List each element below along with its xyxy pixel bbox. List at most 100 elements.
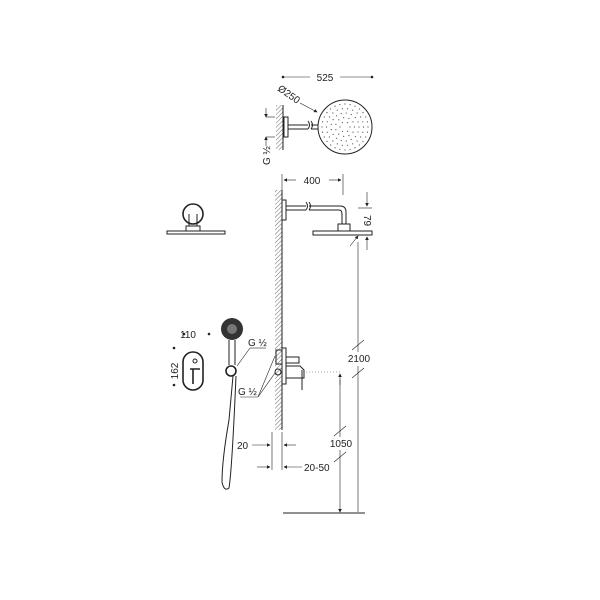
nozzle-dot bbox=[357, 131, 359, 133]
nozzle-dot bbox=[326, 112, 328, 114]
nozzle-dot bbox=[338, 119, 340, 121]
nozzle-dot bbox=[366, 121, 369, 123]
nozzle-dot bbox=[354, 116, 356, 119]
nozzle-dot bbox=[323, 136, 325, 138]
nozzle-dot bbox=[332, 112, 334, 114]
nozzle-dot bbox=[362, 140, 364, 142]
nozzle-dot bbox=[367, 126, 369, 128]
nozzle-dot bbox=[328, 136, 331, 138]
nozzle-dot bbox=[338, 133, 340, 135]
nozzle-dot bbox=[350, 138, 352, 141]
front-head-view bbox=[166, 203, 226, 235]
nozzle-dot bbox=[349, 148, 351, 151]
nozzle-pattern bbox=[321, 103, 369, 151]
nozzle-dot bbox=[332, 140, 334, 142]
nozzle-dot bbox=[323, 116, 325, 118]
nozzle-dot bbox=[343, 116, 345, 119]
nozzle-dot bbox=[359, 136, 362, 138]
nozzle-dot bbox=[335, 123, 337, 125]
nozzle-dot bbox=[330, 108, 332, 110]
nozzle-dot bbox=[340, 112, 342, 115]
nozzle-dot bbox=[347, 144, 349, 146]
nozzle-dot bbox=[347, 108, 349, 110]
nozzle-dot bbox=[341, 108, 343, 110]
mixer-plate-front bbox=[182, 351, 204, 391]
dim-110: 110 bbox=[180, 330, 196, 341]
nozzle-dot bbox=[356, 140, 358, 142]
nozzle-dot bbox=[362, 126, 365, 128]
nozzle-dot bbox=[328, 116, 331, 118]
nozzle-dot bbox=[365, 136, 367, 138]
nozzle-dot bbox=[356, 112, 358, 114]
nozzle-dot bbox=[334, 147, 336, 149]
nozzle-dot bbox=[362, 112, 364, 114]
nozzle-dot bbox=[358, 144, 360, 146]
nozzle-dot bbox=[362, 131, 364, 133]
nozzle-dot bbox=[362, 121, 364, 123]
mixer-front-view: 110 162 bbox=[170, 330, 211, 391]
nozzle-dot bbox=[349, 126, 351, 128]
nozzle-dot bbox=[341, 144, 343, 146]
dim-hand-thread: G ½ bbox=[248, 338, 268, 349]
dim-top-thread: G ½ bbox=[262, 145, 273, 165]
dim-diameter: Ø250 bbox=[275, 83, 302, 106]
nozzle-dot bbox=[354, 105, 356, 107]
wall-flange-front bbox=[182, 203, 204, 225]
dim-20-50: 20-50 bbox=[304, 463, 330, 474]
nozzle-dot bbox=[346, 130, 349, 132]
nozzle-dot bbox=[354, 135, 356, 138]
nozzle-dot bbox=[358, 108, 360, 110]
nozzle-dot bbox=[348, 117, 350, 119]
nozzle-dot bbox=[336, 109, 338, 111]
nozzle-dot bbox=[352, 109, 354, 111]
nozzle-dot bbox=[340, 139, 342, 142]
dim-79: 79 bbox=[361, 215, 372, 227]
nozzle-dot bbox=[352, 131, 354, 133]
shower-head-top bbox=[317, 99, 373, 155]
nozzle-dot bbox=[352, 121, 354, 123]
shower-head-side bbox=[312, 230, 373, 236]
nozzle-dot bbox=[348, 135, 350, 137]
dim-1050: 1050 bbox=[330, 439, 353, 450]
nozzle-dot bbox=[336, 143, 338, 145]
dim-2100: 2100 bbox=[348, 354, 371, 365]
wall-hatch bbox=[276, 105, 283, 150]
dim-mixer-thread: G ½ bbox=[238, 387, 258, 398]
nozzle-dot bbox=[359, 116, 362, 118]
nozzle-dot bbox=[353, 126, 356, 128]
nozzle-dot bbox=[345, 140, 347, 142]
nozzle-dot bbox=[335, 115, 338, 117]
mixer-body-side bbox=[285, 365, 305, 379]
nozzle-dot bbox=[326, 131, 328, 133]
nozzle-dot bbox=[357, 121, 359, 123]
nozzle-dot bbox=[344, 103, 346, 105]
nozzle-dot bbox=[341, 122, 344, 124]
wall-flange bbox=[283, 116, 289, 138]
nozzle-dot bbox=[335, 129, 337, 131]
nozzle-dot bbox=[330, 123, 332, 126]
nozzle-dot bbox=[339, 126, 341, 128]
nozzle-dot bbox=[332, 119, 334, 121]
nozzle-dot bbox=[325, 126, 328, 128]
nozzle-dot bbox=[344, 149, 346, 151]
dim-525: 525 bbox=[317, 73, 334, 84]
nozzle-dot bbox=[321, 121, 324, 123]
nozzle-dot bbox=[345, 112, 347, 114]
nozzle-dot bbox=[339, 148, 341, 151]
nozzle-dot bbox=[339, 103, 341, 106]
nozzle-dot bbox=[366, 131, 369, 133]
nozzle-dot bbox=[354, 147, 356, 149]
nozzle-dot bbox=[349, 103, 351, 106]
dim-162: 162 bbox=[170, 362, 181, 379]
nozzle-dot bbox=[334, 105, 336, 107]
nozzle-dot bbox=[335, 137, 338, 139]
nozzle-dot bbox=[321, 126, 323, 128]
nozzle-dot bbox=[341, 130, 344, 132]
dim-400: 400 bbox=[304, 176, 321, 187]
wall-hatch-side bbox=[275, 190, 282, 430]
nozzle-dot bbox=[346, 122, 349, 124]
shower-head-front bbox=[166, 230, 226, 235]
nozzle-dot bbox=[365, 116, 367, 118]
